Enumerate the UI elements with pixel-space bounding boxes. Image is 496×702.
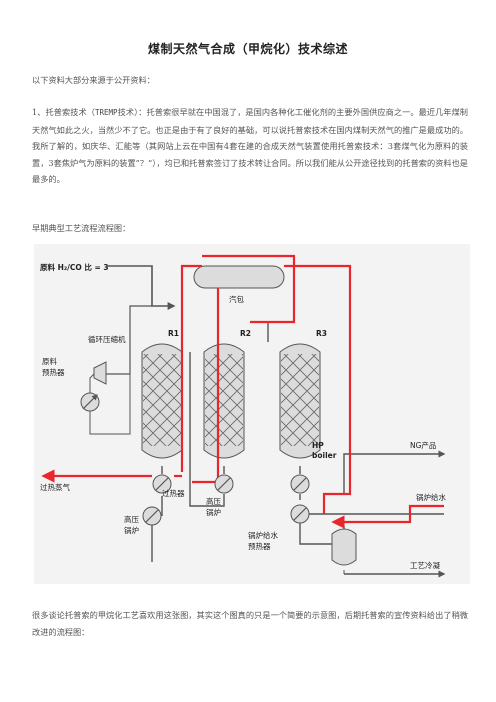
hp-boiler-1-label-1: 高压 <box>124 514 139 524</box>
process-flow-diagram: 原料 H₂/CO 比 = 3 汽包 R1 R2 R3 循环压缩机 <box>34 244 470 584</box>
steam-drum-label: 汽包 <box>229 294 244 304</box>
reactor-r1-label: R1 <box>168 329 179 338</box>
boiler-feedwater-label: 锅炉给水 <box>416 492 446 502</box>
superheater: 过热器 <box>152 474 185 498</box>
superheated-steam-label: 过热蒸气 <box>40 482 70 492</box>
process-flow-svg: 原料 H₂/CO 比 = 3 汽包 R1 R2 R3 循环压缩机 <box>40 254 446 578</box>
reactor-r2-label: R2 <box>240 329 251 338</box>
process-condensate-label: 工艺冷凝 <box>410 560 440 570</box>
document-title: 煤制天然气合成（甲烷化）技术综述 <box>147 42 348 56</box>
hp-boiler-3: HP boiler <box>290 441 337 494</box>
feed-label: 原料 H₂/CO 比 = 3 <box>40 262 109 272</box>
feed-preheater-label-2: 预热器 <box>42 367 65 377</box>
intro-paragraph: 以下资料大部分来源于公开资料： <box>32 75 155 85</box>
early-flow-caption: 早期典型工艺流程流程图： <box>32 223 131 233</box>
ng-product-label: NG产品 <box>410 440 436 450</box>
recycle-compressor: 循环压缩机 <box>88 305 152 385</box>
reactor-r3-label: R3 <box>316 329 327 338</box>
hp-boiler-2: 高压 锅炉 <box>206 474 234 517</box>
hp-boiler-2-label-2: 锅炉 <box>206 507 221 517</box>
superheater-label: 过热器 <box>162 488 185 498</box>
feed-preheater-label-1: 原料 <box>42 356 57 366</box>
bfw-preheater-label-2: 预热器 <box>248 541 271 551</box>
hp-boiler-1-label-2: 锅炉 <box>124 525 139 535</box>
tremp-paragraph: 1、托普索技术（TREMP技术）：托普索很早就在中国混了，是国内各种化工催化剂的… <box>32 104 468 188</box>
bfw-preheater: 锅炉给水 预热器 <box>248 504 310 551</box>
feed-line: 原料 H₂/CO 比 = 3 <box>40 262 176 310</box>
steam-drum: 汽包 <box>193 265 285 304</box>
separator-vessel <box>331 528 357 574</box>
reactor-r2: R2 <box>203 329 251 459</box>
hp-boiler-3-label-1: HP <box>312 441 324 450</box>
reactor-r3: R3 <box>279 329 327 459</box>
bottom-paragraph: 很多谈论托普索的甲烷化工艺喜欢用这张图，其实这个图真的只是一个简要的示意图，后期… <box>32 610 468 637</box>
recycle-compressor-label: 循环压缩机 <box>88 334 126 344</box>
bfw-preheater-label-1: 锅炉给水 <box>248 530 278 540</box>
hp-boiler-1: 高压 锅炉 <box>124 506 162 535</box>
hp-boiler-2-label-1: 高压 <box>206 496 221 506</box>
reactor-r1: R1 <box>141 329 183 459</box>
hp-boiler-3-label-2: boiler <box>312 451 337 460</box>
feed-preheater: 原料 预热器 <box>42 356 131 435</box>
tremp-lead: 1、托普索技术（ <box>32 107 95 117</box>
tremp-rest: 技术）：托普索很早就在中国混了，是国内各种化工催化剂的主要外国供应商之一。最近几… <box>32 107 468 184</box>
tremp-code: TREMP <box>94 108 118 117</box>
